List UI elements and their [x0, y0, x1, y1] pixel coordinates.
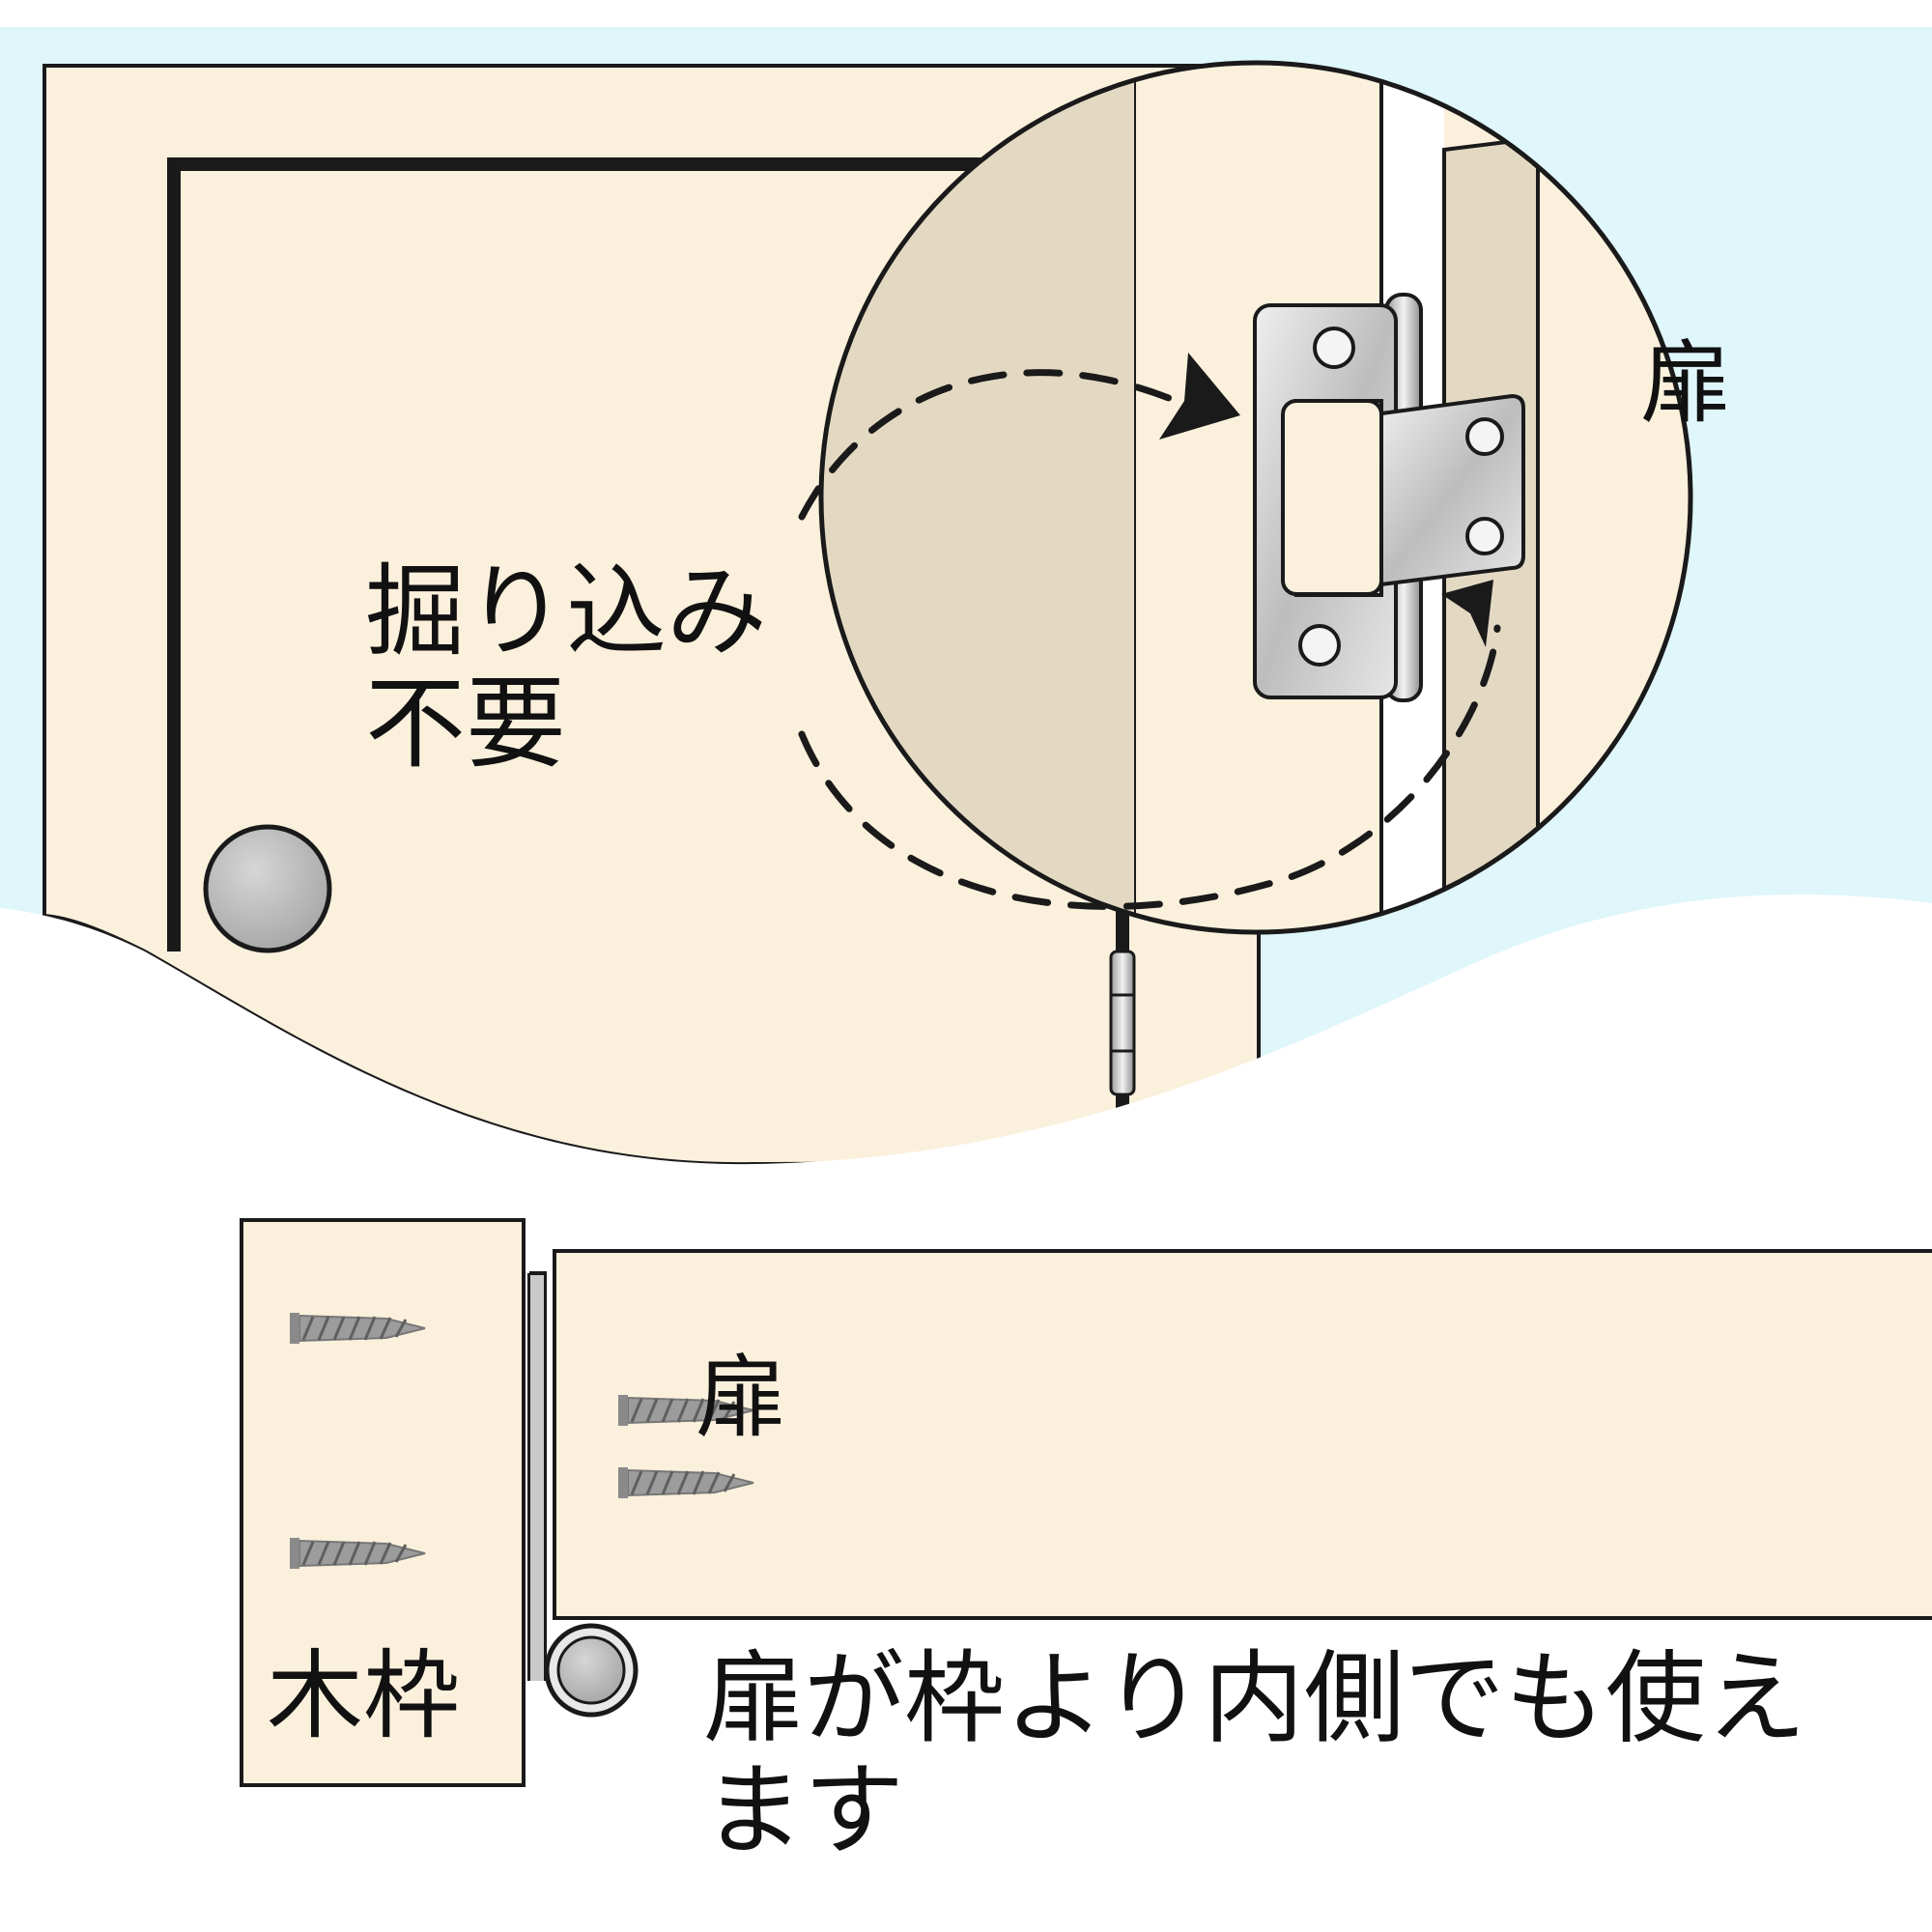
label-no-mortise: 掘り込み 不要: [365, 553, 768, 783]
dashed-curved-arrow-icon: [798, 369, 1501, 910]
arrow-head-bottom: [1441, 580, 1493, 647]
hinge-icon: [527, 1271, 547, 1681]
cross-section: [240, 1218, 1932, 1787]
wood-frame: [240, 1218, 526, 1787]
label-door-section: 扉: [696, 1346, 787, 1451]
door-knob-icon: [203, 824, 332, 953]
hinge-icon: [1109, 950, 1136, 1096]
door-panel: [553, 1249, 1932, 1620]
label-usable-inside-frame: 扉が枠より内側でも使えます: [703, 1639, 1806, 1870]
label-door-magnified: 扉: [1640, 331, 1732, 437]
arrow-head-top: [1159, 353, 1240, 440]
hinge-icon: [1253, 293, 1525, 702]
label-wood-frame: 木枠: [267, 1639, 460, 1752]
